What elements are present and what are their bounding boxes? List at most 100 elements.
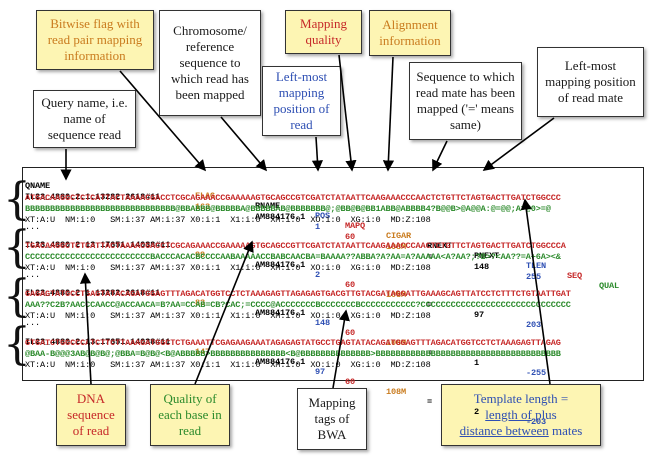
header-flag: FLAG: [195, 191, 216, 201]
record-tlen: -255: [526, 368, 547, 378]
record-tags: XT:A:U NM:i:0 SM:i:37 AM:i:37 X0:i:1 X1:…: [25, 360, 431, 370]
record-cigar: 108M: [386, 338, 407, 348]
record-qname: IL23_4880:2:1:13282:2618#11: [25, 192, 161, 202]
record-seq: ATGACAAGGCTCTCATTACTAAAACGACCTCGCAGAAACC…: [25, 193, 561, 203]
dna-callout-text: DNA sequence of read: [67, 391, 115, 438]
header-cigar: CIGAR: [386, 231, 412, 241]
tlen-distance-between: distance between: [459, 422, 549, 438]
record-tlen: -203: [526, 417, 547, 427]
record-rname: AM884176.1: [255, 308, 306, 318]
record-pnext: 1: [474, 358, 480, 368]
arrow-pos: [311, 136, 324, 172]
flag-callout-text: Bitwise flag with read pair mapping info…: [47, 16, 143, 63]
record-qname: IL23_4880:2:1:13282:2618#11: [25, 288, 161, 298]
record-rnext: =: [427, 348, 433, 358]
record-qual: @BAA-B@@@3AB@B@B@;@BBA=B@B@<B@ABBBBB>BBB…: [25, 349, 561, 359]
record-pos: 1: [315, 222, 321, 232]
dna-callout: DNA sequence of read: [56, 384, 126, 446]
brace-record-3: {: [3, 271, 31, 322]
brace-record-1: {: [3, 174, 31, 225]
qual-callout-text: Quality of each base in read: [158, 391, 222, 438]
arrow-rnext: [432, 140, 448, 172]
ellipsis: ...: [25, 318, 41, 328]
tlen-line-1: Template length =: [473, 391, 569, 407]
record-rnext: =: [427, 252, 433, 262]
tlen-callout: Template length = length of plus distanc…: [441, 384, 601, 446]
ellipsis: ...: [25, 270, 41, 280]
record-tags: XT:A:U NM:i:0 SM:i:37 AM:i:37 X0:i:1 X1:…: [25, 215, 431, 225]
record-rname: AM884176.1: [255, 212, 306, 222]
sam-records-panel: QNAME FLAG RNAME POS MAPQ CIGAR RNEXT PN…: [22, 167, 644, 427]
mapq-callout: Mapping quality: [285, 10, 362, 54]
brace-record-4: {: [3, 319, 31, 370]
rname-callout-text: Chromosome/ reference sequence to which …: [171, 23, 249, 102]
brace-record-2: {: [3, 222, 31, 273]
flag-callout: Bitwise flag with read pair mapping info…: [36, 10, 154, 70]
record-mapq: 60: [345, 280, 356, 290]
record-rname: AM884176.1: [255, 260, 306, 270]
cigar-callout-text: Alignment information: [379, 17, 441, 48]
header-pnext: PNEXT: [474, 251, 500, 261]
pnext-callout-text: Left-most mapping position of read mate: [545, 58, 636, 105]
record-fields: IL23_4880:2:1:13282:2618#11 163 AM884176…: [23, 182, 643, 282]
record-seq: TGACAAGGCTCTCATTACTAAAACGACCTCGCAGAAACCG…: [25, 241, 566, 251]
record-rname: AM884176.1: [255, 357, 306, 367]
record-mapq: 60: [345, 232, 356, 242]
pnext-callout: Left-most mapping position of read mate: [537, 47, 644, 117]
record-tags: XT:A:U NM:i:0 SM:i:37 AM:i:37 X0:i:1 X1:…: [25, 263, 431, 273]
record-cigar: 108M: [386, 387, 407, 397]
sam-header-row: QNAME FLAG RNAME POS MAPQ CIGAR RNEXT PN…: [23, 171, 643, 291]
record-flag: 163: [195, 202, 211, 212]
tlen-mates: mates: [548, 422, 583, 438]
record-pnext: 148: [474, 262, 490, 272]
qname-callout: Query name, i.e. name of sequence read: [33, 90, 136, 148]
record-pnext: 2: [474, 407, 480, 417]
ellipsis: ...: [25, 222, 41, 232]
header-tlen: TLEN: [526, 261, 547, 271]
mapq-callout-text: Mapping quality: [300, 16, 347, 47]
tags-callout-text: Mapping tags of BWA: [308, 395, 356, 442]
tlen-plus: plus: [531, 407, 557, 423]
rname-callout: Chromosome/ reference sequence to which …: [159, 10, 261, 116]
qname-callout-text: Query name, i.e. name of sequence read: [41, 95, 128, 142]
record-tags: XT:A:U NM:i:0 SM:i:37 AM:i:37 X0:i:1 X1:…: [25, 311, 431, 321]
record-mapq: 60: [345, 328, 356, 338]
record-pnext: 97: [474, 310, 485, 320]
record-qname: IL23_4880:2:13:17651:14038#11: [25, 337, 171, 347]
record-seq: GAGAGTATGCCTGAGTATACAGATGGAGTTTAGACATGGT…: [25, 289, 571, 299]
record-qual: AAA??C2B?AACCCAACC@ACCAACA=B?AA=CCAB=CB?…: [25, 300, 571, 310]
record-qual: CCCCCCCCCCCCCCCCCCCCCCCCCBACCCACACBCCCCA…: [25, 252, 561, 262]
header-seq: SEQ: [567, 271, 583, 281]
record-cigar: 108M: [386, 290, 407, 300]
tags-callout: Mapping tags of BWA: [297, 388, 367, 450]
record-cigar: 108M: [386, 242, 407, 252]
record-rnext: =: [427, 397, 433, 407]
arrow-cigar: [382, 56, 395, 172]
qual-callout: Quality of each base in read: [150, 384, 230, 446]
cigar-callout: Alignment information: [369, 10, 451, 56]
rnext-callout-text: Sequence to which read mate has been map…: [415, 69, 516, 132]
header-qname: QNAME: [25, 181, 51, 191]
record-mapq: 60: [345, 377, 356, 387]
header-mapq: MAPQ: [345, 221, 366, 231]
record-fields: IL23_4880:2:13:17651:14038#11 99 AM88417…: [23, 230, 643, 330]
arrow-rname: [220, 116, 268, 172]
header-qual: QUAL: [599, 281, 620, 291]
tlen-callout-text: Template length = length of plus distanc…: [460, 391, 583, 439]
record-pos: 97: [315, 367, 326, 377]
header-pos: POS: [315, 211, 331, 221]
pos-callout: Left-most mapping position of read: [262, 66, 341, 136]
record-rnext: =: [427, 300, 433, 310]
record-fields: IL23_4880:2:1:13282:2618#11 83 AM884176.…: [23, 278, 643, 378]
header-rname: RNAME: [255, 201, 281, 211]
record-pos: 2: [315, 270, 321, 280]
record-qual: BBBBBBBBBBBBBBBBBBBBBBBBBBBBBB@BBABBB@BB…: [25, 204, 551, 214]
record-qname: IL23_4880:2:13:17651:14038#11: [25, 240, 171, 250]
header-rnext: RNEXT: [427, 241, 453, 251]
pos-callout-text: Left-most mapping position of read: [273, 69, 330, 132]
rnext-callout: Sequence to which read mate has been map…: [409, 62, 522, 140]
record-pos: 148: [315, 318, 331, 328]
record-seq: GTGATCTGGCCCATCTTCTTAAAGATGGCTCTGAAATTCG…: [25, 338, 561, 348]
record-fields: IL23_4880:2:13:17651:14038#11 147 AM8841…: [23, 327, 643, 427]
tlen-length-of: length of: [485, 407, 532, 423]
